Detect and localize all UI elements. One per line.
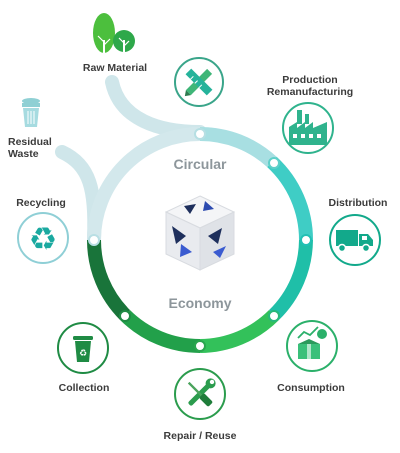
dot-repair bbox=[194, 340, 206, 352]
ring-segment-collection-to-recycling bbox=[86, 239, 131, 320]
recycle-icon: ♻ bbox=[17, 212, 69, 264]
label-production: Production Remanufacturing bbox=[255, 74, 365, 98]
ring-connector-dots bbox=[88, 128, 312, 352]
dot-collection bbox=[119, 310, 131, 322]
label-production-line1: Production bbox=[282, 74, 338, 86]
ring-segment-production-to-distribution bbox=[267, 156, 314, 241]
dot-raw bbox=[194, 128, 206, 140]
truck-icon bbox=[329, 214, 381, 266]
dot-production bbox=[268, 157, 280, 169]
label-repair-reuse: Repair / Reuse bbox=[163, 430, 237, 442]
recycle-bin-icon: ♻ bbox=[57, 322, 109, 374]
label-raw-material: Raw Material bbox=[82, 62, 148, 74]
svg-text:♻: ♻ bbox=[79, 349, 87, 359]
dot-recycling bbox=[88, 234, 100, 246]
shopping-box-icon bbox=[286, 320, 338, 372]
label-distribution: Distribution bbox=[328, 197, 388, 209]
wrench-screwdriver-icon bbox=[174, 368, 226, 420]
center-title-circular: Circular bbox=[173, 156, 227, 172]
label-collection: Collection bbox=[58, 382, 110, 394]
ring-segment-raw-to-production bbox=[199, 126, 277, 168]
dot-consumption bbox=[268, 310, 280, 322]
ring-segment-distribution-to-consumption bbox=[268, 239, 313, 321]
trash-can-icon bbox=[22, 98, 40, 127]
label-recycling: Recycling bbox=[16, 197, 66, 209]
center-title-economy: Economy bbox=[168, 295, 232, 311]
label-residual-line1: Residual bbox=[8, 136, 52, 148]
label-production-line2: Remanufacturing bbox=[266, 86, 354, 98]
ring-segment-recycling-to-raw bbox=[87, 127, 201, 241]
ring-segment-repair-to-collection bbox=[120, 309, 201, 354]
svg-text:♻: ♻ bbox=[29, 220, 58, 258]
cube-logo-icon bbox=[164, 195, 236, 271]
dot-distribution bbox=[300, 234, 312, 246]
label-residual-line2: Waste bbox=[8, 148, 39, 160]
label-residual-waste: Residual Waste bbox=[8, 136, 68, 160]
ring-segment-consumption-to-repair bbox=[199, 309, 279, 353]
trees-icon bbox=[93, 13, 135, 56]
factory-icon bbox=[282, 102, 334, 154]
label-consumption: Consumption bbox=[277, 382, 345, 394]
pencil-ruler-icon bbox=[174, 57, 224, 107]
